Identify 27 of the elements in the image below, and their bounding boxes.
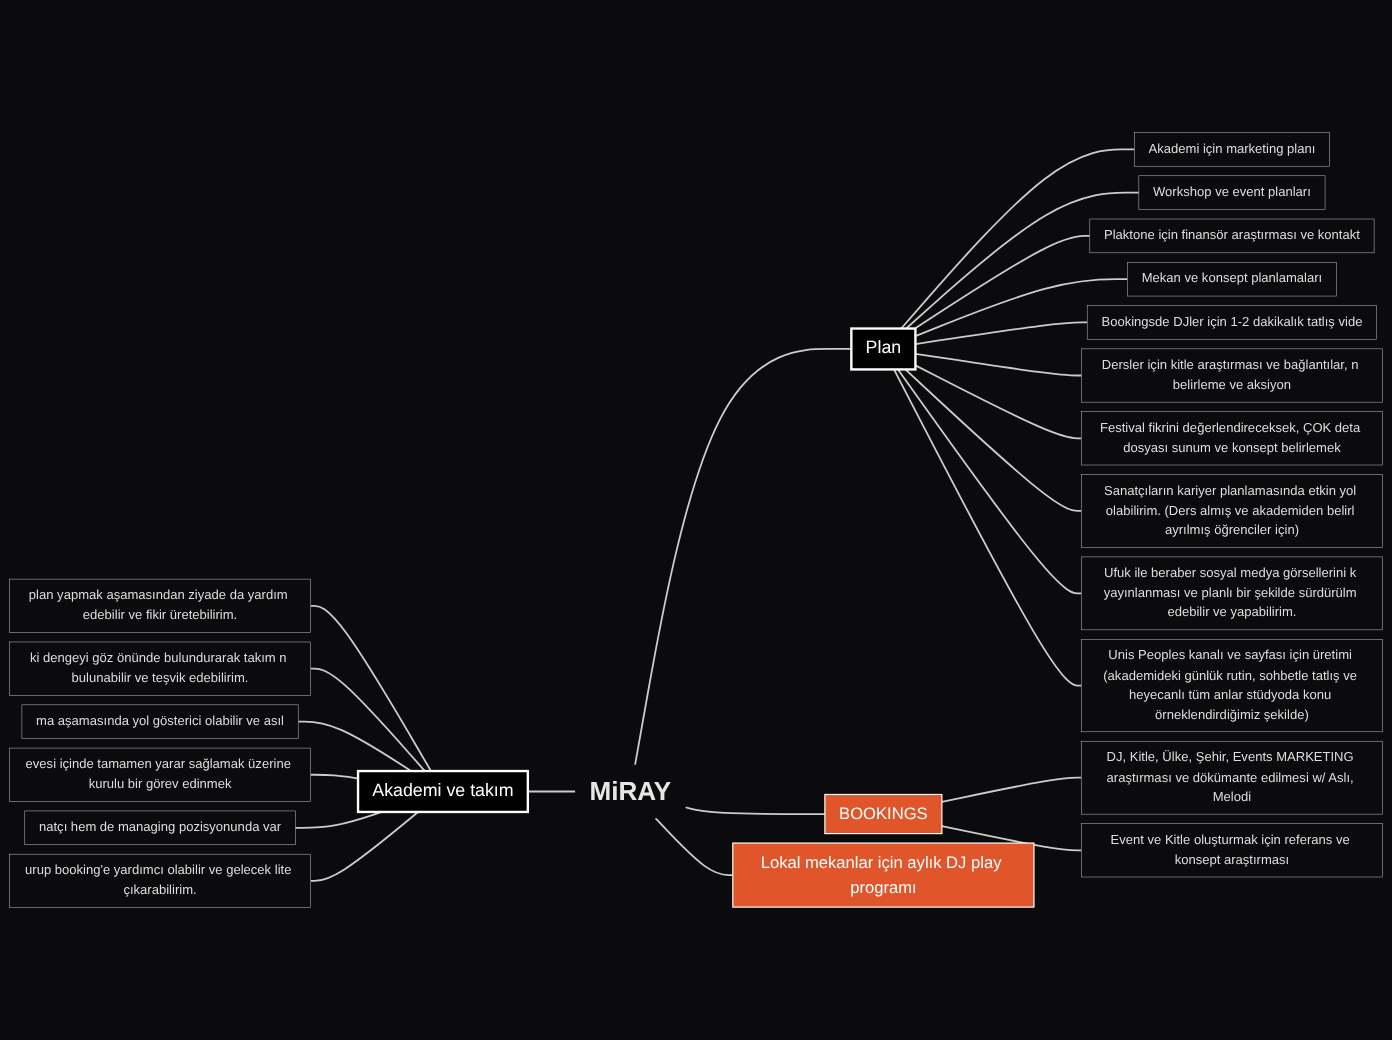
node-box: Akademi ve takım [356, 769, 530, 814]
connector [309, 773, 359, 780]
connector [309, 667, 426, 772]
connector [634, 348, 853, 766]
connector [914, 278, 1129, 338]
node-box: BOOKINGS [824, 793, 943, 835]
connector [904, 368, 1083, 512]
connector [297, 720, 412, 772]
connector [684, 806, 826, 815]
connector [914, 352, 1083, 377]
connector [897, 368, 1083, 595]
connector [294, 811, 383, 829]
connector [893, 368, 1083, 687]
connector [309, 604, 432, 772]
node-text: MiRAY [589, 776, 672, 807]
connector [914, 364, 1083, 440]
connector [654, 817, 734, 876]
connector [309, 811, 419, 882]
node-box: Lokal mekanlar için aylık DJ play programı [732, 842, 1035, 908]
connector [941, 776, 1083, 803]
connector [900, 148, 1136, 330]
connector [905, 191, 1140, 330]
node-box: Plan [850, 327, 917, 371]
connector [941, 825, 1083, 852]
connector [914, 321, 1089, 345]
connector [914, 235, 1091, 330]
connector [526, 790, 577, 793]
